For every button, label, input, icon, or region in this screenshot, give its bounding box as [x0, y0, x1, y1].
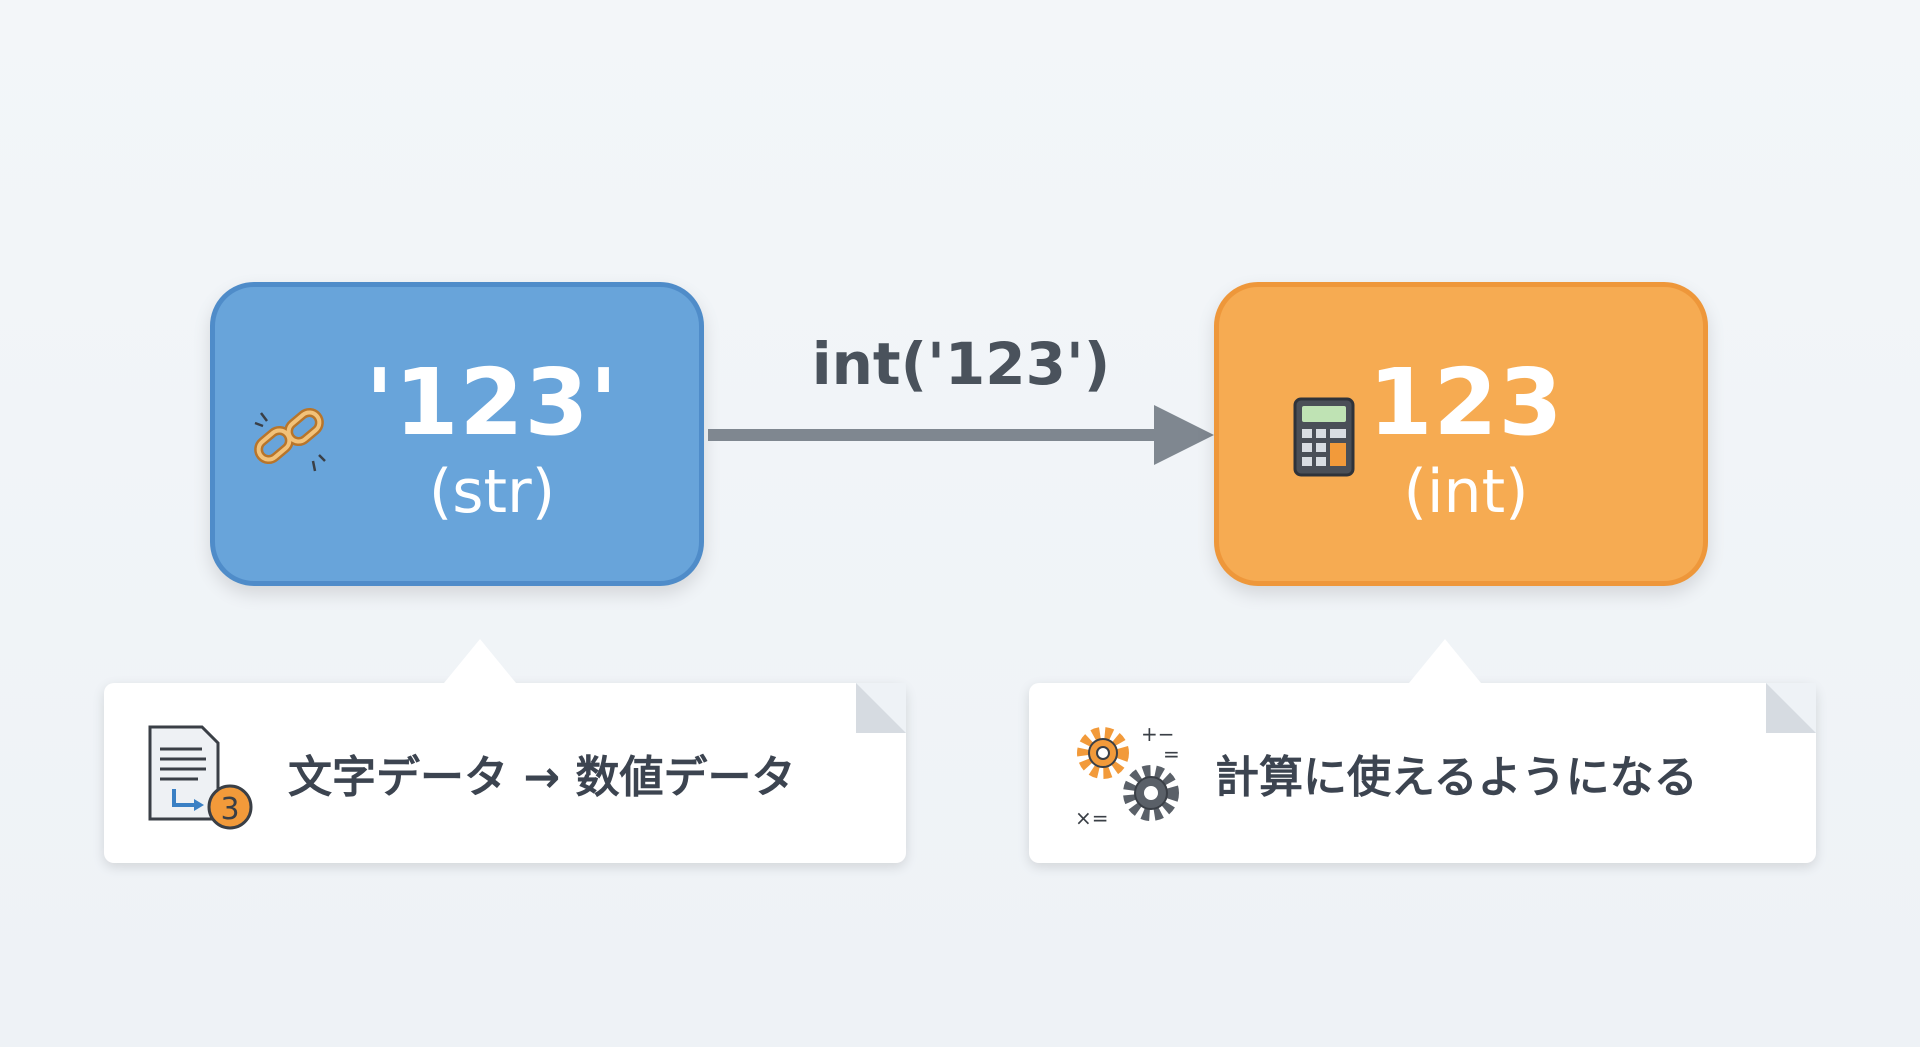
target-value: 123 — [1368, 349, 1564, 456]
svg-text:×=: ×= — [1075, 806, 1109, 830]
conversion-label: int('123') — [811, 330, 1111, 398]
callout-pointer — [444, 639, 516, 683]
target-int-box: 123 (int) — [1214, 282, 1708, 586]
broken-chain-icon — [251, 399, 331, 483]
svg-text:=: = — [1163, 742, 1180, 766]
target-type: (int) — [1403, 457, 1529, 527]
source-value: '123' — [365, 349, 619, 456]
note-callout-conversion: 3 文字データ → 数値データ — [104, 639, 906, 863]
note-text: 計算に使えるようになる — [1215, 752, 1698, 803]
folded-corner — [1766, 683, 1816, 733]
source-type: (str) — [428, 457, 556, 527]
source-string-box: '123' (str) — [210, 282, 704, 586]
gears-math-icon: +−= ×= — [1071, 721, 1191, 837]
folded-corner — [856, 683, 906, 733]
document-badge: 3 — [220, 792, 239, 827]
note-text: 文字データ → 数値データ — [288, 752, 796, 803]
callout-pointer — [1409, 639, 1481, 683]
svg-text:+−: +− — [1141, 722, 1175, 746]
calculator-icon — [1293, 397, 1355, 481]
arrow-right-icon — [708, 405, 1214, 465]
document-convert-icon: 3 — [146, 723, 258, 839]
note-callout-calculation: +−= ×= 計算に使えるようになる — [1029, 639, 1816, 863]
